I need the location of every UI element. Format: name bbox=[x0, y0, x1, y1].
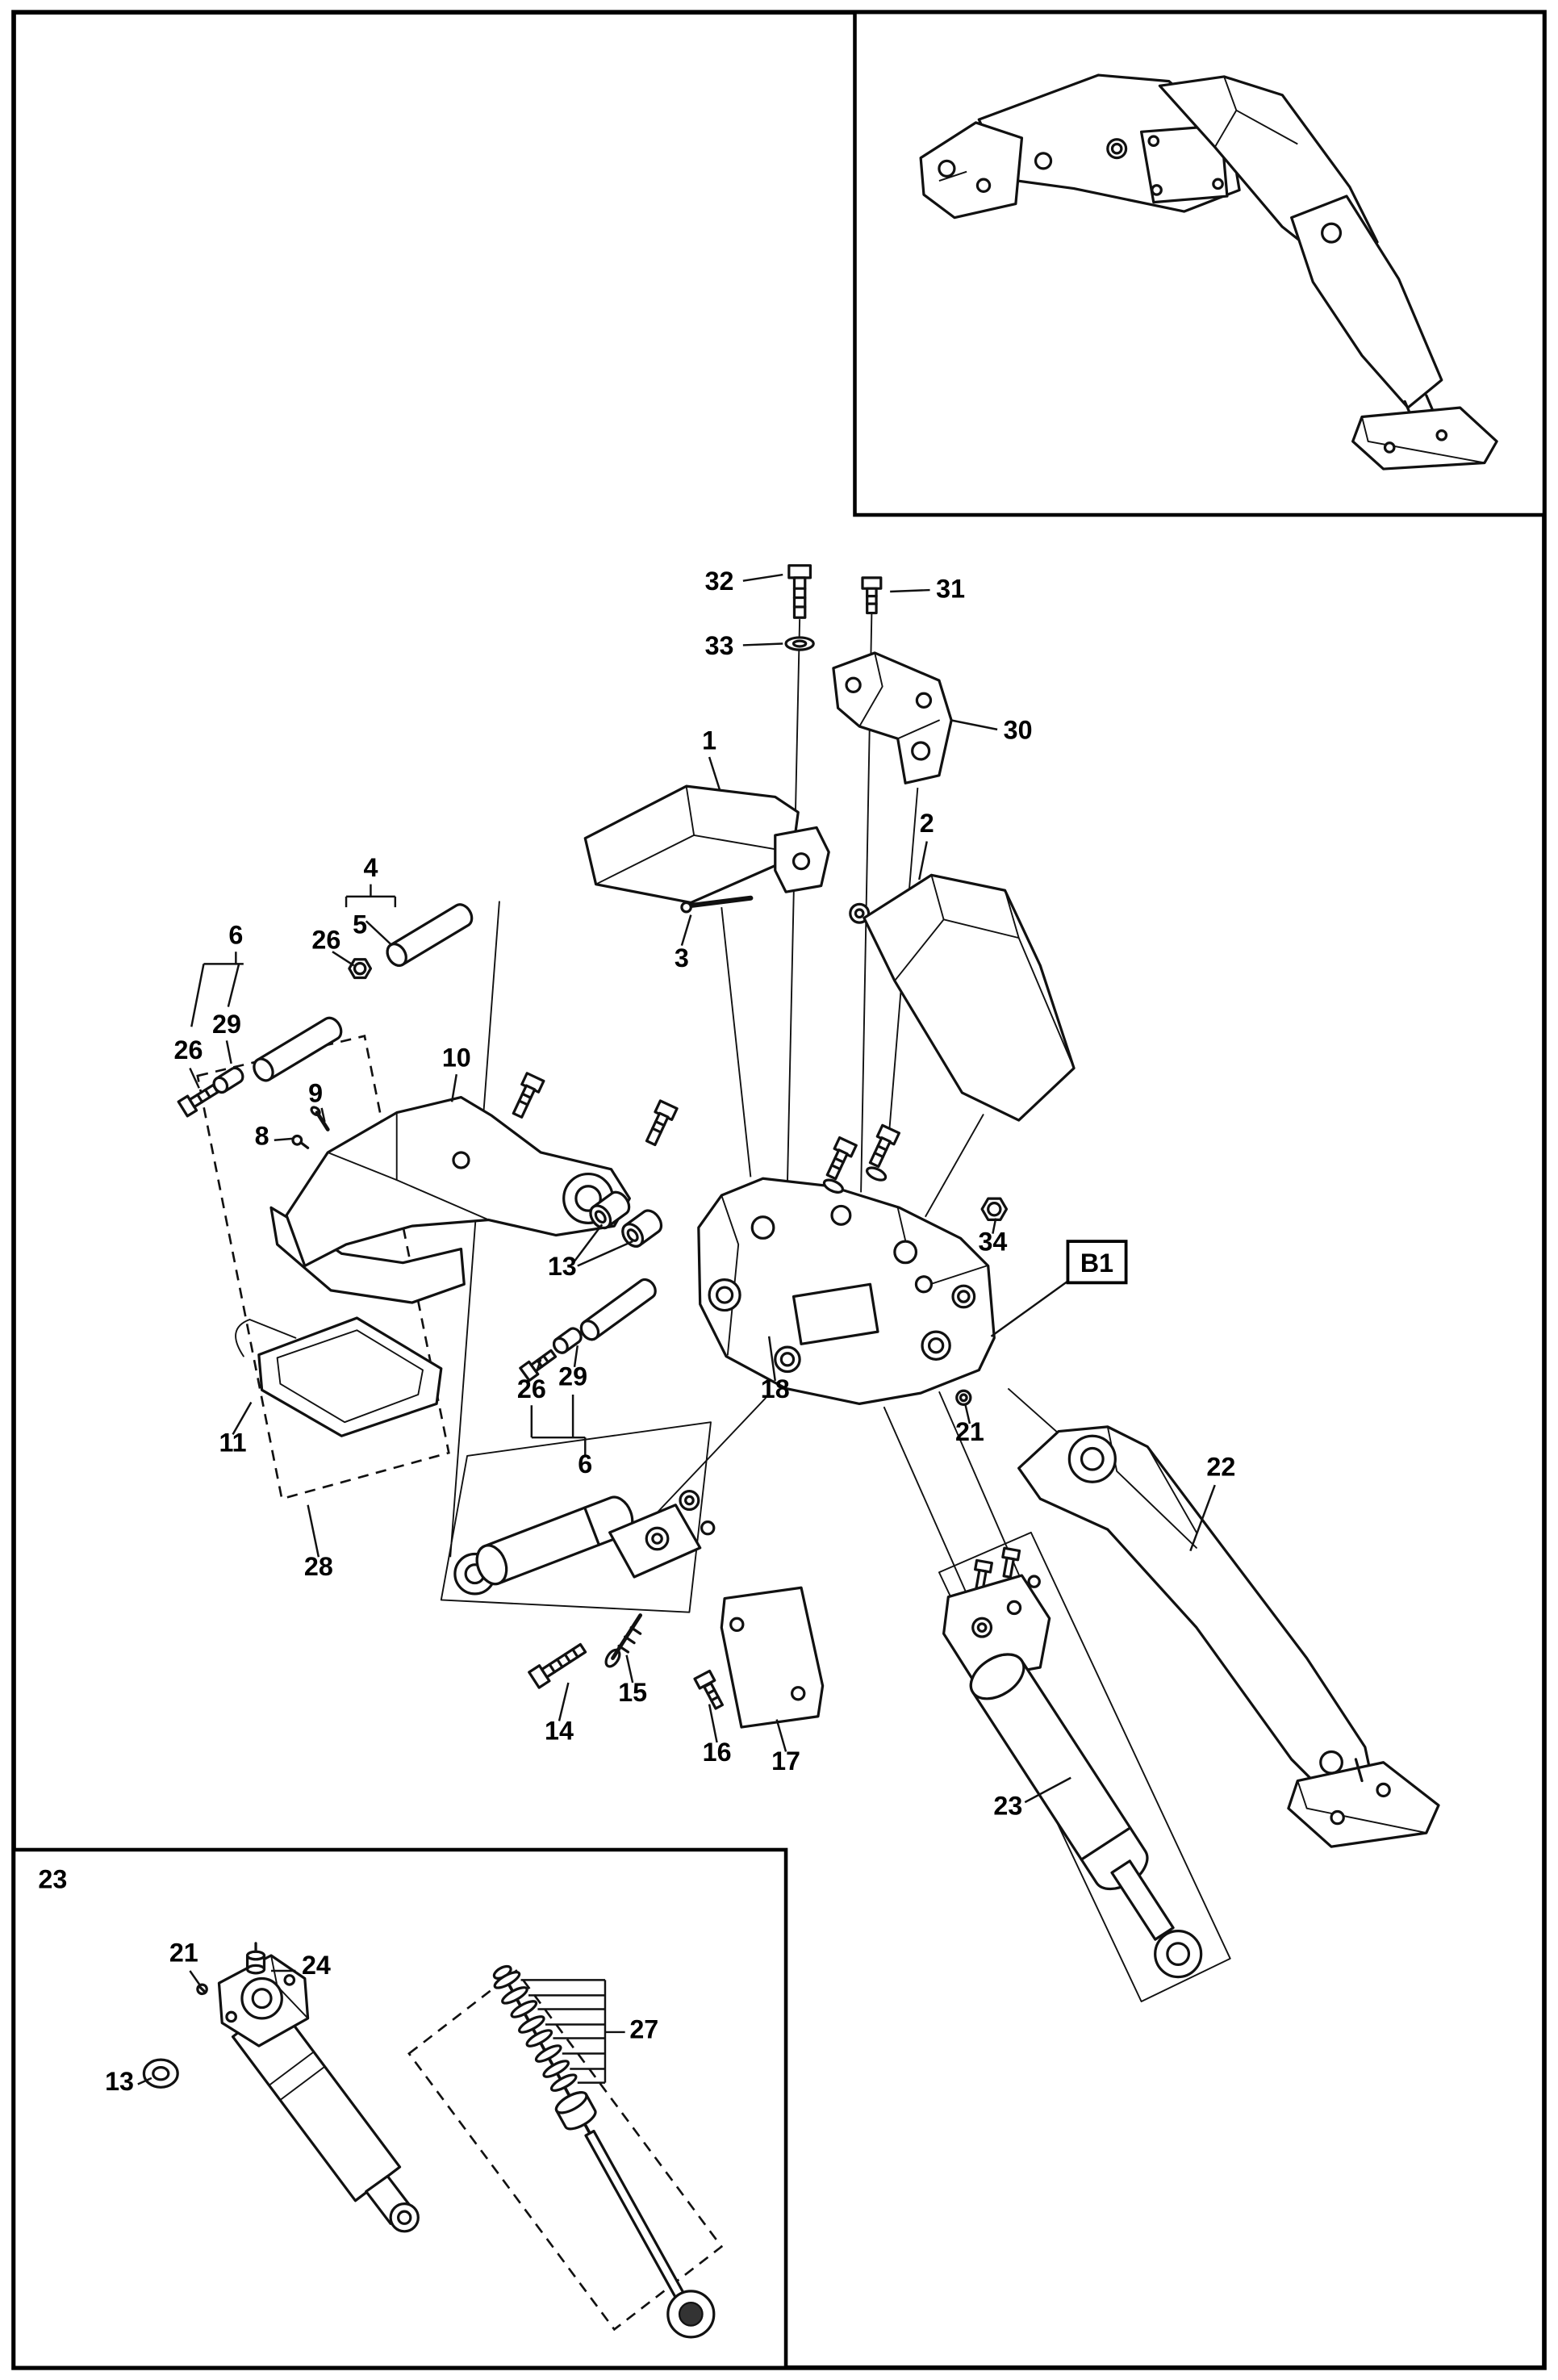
callout-31-label: 31 bbox=[936, 575, 965, 604]
callout-17-label: 17 bbox=[771, 1746, 800, 1776]
assembled-stabilizer-drawing bbox=[919, 73, 1498, 471]
callout-9-label: 9 bbox=[308, 1078, 323, 1107]
washer-frame-d bbox=[865, 1166, 888, 1182]
stabilizer-arm-22 bbox=[1017, 1425, 1440, 1848]
callout-3-label: 3 bbox=[675, 943, 689, 972]
bolt-16 bbox=[693, 1669, 725, 1710]
callout-23-main-label: 23 bbox=[993, 1791, 1022, 1820]
callout-30-label: 30 bbox=[1004, 715, 1033, 744]
nut-26-a bbox=[348, 958, 373, 980]
damper-rod-5 bbox=[386, 903, 474, 967]
b1-flag: B1 bbox=[1066, 1240, 1128, 1285]
cylinder-23-main bbox=[942, 1546, 1203, 1979]
stud-15 bbox=[604, 1613, 643, 1668]
bolt-31 bbox=[861, 576, 883, 615]
callout-4-label: 4 bbox=[363, 853, 378, 882]
top-cover-1 bbox=[583, 784, 830, 905]
pin-3 bbox=[680, 895, 754, 914]
collar-29-center bbox=[552, 1327, 583, 1354]
callout-27-label: 27 bbox=[629, 2015, 658, 2044]
callout-10-label: 10 bbox=[442, 1044, 471, 1073]
detail-23-title: 23 bbox=[38, 1864, 67, 1893]
screw-21-detail bbox=[196, 1983, 208, 1996]
callout-6-left-label: 6 bbox=[228, 921, 243, 950]
detail-23-inset: 23 bbox=[11, 1847, 788, 2370]
callout-26-a-label: 26 bbox=[311, 925, 340, 954]
main-frame-18 bbox=[697, 1177, 996, 1406]
callout-28-label: 28 bbox=[304, 1552, 333, 1581]
side-cover-2 bbox=[849, 873, 1076, 1122]
bushing-13-detail bbox=[142, 2058, 179, 2089]
callout-32-label: 32 bbox=[705, 567, 734, 596]
callout-8-label: 8 bbox=[255, 1121, 269, 1150]
bolt-32 bbox=[787, 564, 812, 619]
callout-26-left-label: 26 bbox=[174, 1035, 203, 1065]
cover-plate-11 bbox=[235, 1316, 443, 1437]
bolt-14 bbox=[528, 1642, 587, 1689]
bushings-13 bbox=[589, 1190, 663, 1248]
damper-cylinder-assembly bbox=[453, 1490, 716, 1596]
callout-26-center-label: 26 bbox=[517, 1374, 546, 1403]
screw-8 bbox=[291, 1134, 310, 1149]
callout-14-label: 14 bbox=[545, 1716, 574, 1745]
fitting-24 bbox=[245, 1942, 266, 1975]
callout-2-label: 2 bbox=[920, 809, 934, 838]
rod-27-dashed-region bbox=[407, 1969, 724, 2332]
callout-29-center-label: 29 bbox=[558, 1362, 587, 1391]
damper-rod-6-left bbox=[253, 1016, 343, 1082]
callout-24-label: 24 bbox=[302, 1951, 331, 1980]
detail-23-box bbox=[11, 1847, 788, 2370]
callout-11-label: 11 bbox=[219, 1428, 246, 1457]
plug-21-main bbox=[955, 1389, 972, 1406]
bolt-arm-b bbox=[645, 1099, 679, 1147]
callout-6-center-label: 6 bbox=[578, 1449, 592, 1479]
callout-13-main-label: 13 bbox=[548, 1252, 577, 1281]
callout-21-main-label: 21 bbox=[955, 1417, 984, 1446]
pin-9 bbox=[310, 1106, 330, 1131]
washer-frame-c bbox=[822, 1178, 845, 1194]
callout-21-detail-label: 21 bbox=[169, 1939, 198, 1968]
rod-27-leader-fan bbox=[137, 1969, 625, 2085]
nut-34 bbox=[980, 1197, 1009, 1221]
callout-1-label: 1 bbox=[702, 726, 716, 755]
damper-rod-center bbox=[579, 1278, 657, 1341]
bolt-frame-d bbox=[868, 1123, 901, 1169]
callout-5-label: 5 bbox=[353, 910, 367, 939]
callout-22-label: 22 bbox=[1206, 1453, 1235, 1482]
callout-18-label: 18 bbox=[761, 1374, 790, 1403]
plate-17 bbox=[720, 1586, 825, 1729]
callout-33-label: 33 bbox=[705, 631, 734, 660]
callout-13-detail-label: 13 bbox=[105, 2067, 134, 2096]
b1-flag-label: B1 bbox=[1080, 1249, 1113, 1278]
callout-34-label: 34 bbox=[978, 1228, 1007, 1257]
bracket-30 bbox=[832, 651, 953, 784]
bolt-frame-c bbox=[825, 1136, 858, 1181]
callout-leader-lines bbox=[189, 573, 1216, 1804]
assembled-view-inset bbox=[853, 10, 1547, 517]
callout-15-label: 15 bbox=[618, 1678, 647, 1707]
callout-16-label: 16 bbox=[703, 1738, 732, 1767]
detail-cylinder-23 bbox=[217, 1954, 420, 2233]
washer-33 bbox=[784, 636, 815, 651]
bolt-26-left bbox=[177, 1083, 219, 1118]
bolt-arm-a bbox=[512, 1072, 545, 1119]
callout-labels: 32 31 33 30 1 2 3 4 5 26 6 29 26 10 9 8 … bbox=[174, 567, 1236, 1820]
callout-29-left-label: 29 bbox=[212, 1010, 241, 1039]
rod-27-assembly bbox=[492, 1964, 716, 2339]
